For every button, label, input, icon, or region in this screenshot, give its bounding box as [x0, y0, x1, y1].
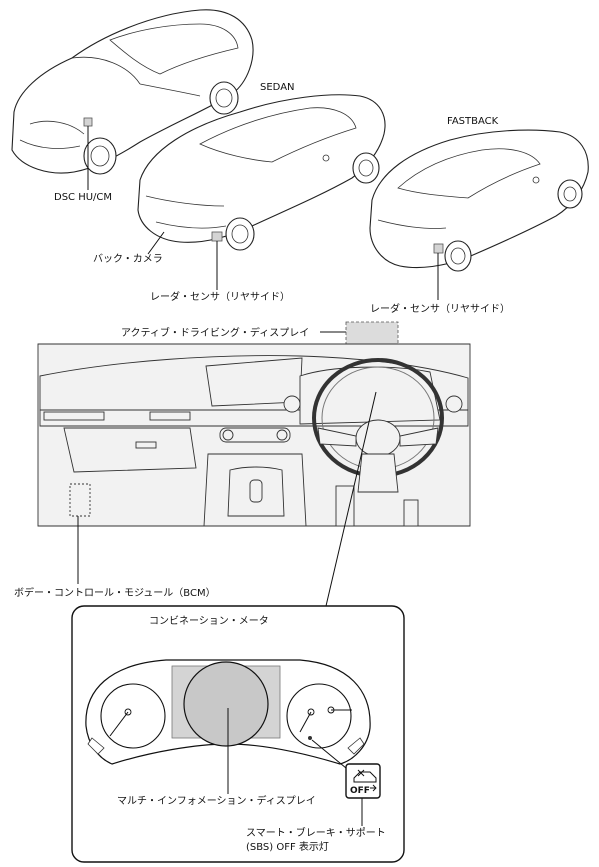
label-sedan: SEDAN: [260, 82, 295, 93]
label-combination-meter: コンビネーション・メータ: [149, 615, 269, 627]
label-back-camera: バック・カメラ: [93, 253, 163, 265]
sbs-off-icon-text: OFF: [350, 786, 370, 796]
label-bcm: ボデー・コントロール・モジュール（BCM）: [14, 586, 216, 599]
label-sbs-line1: スマート・ブレーキ・サポート: [246, 826, 386, 839]
label-sbs-line2: (SBS) OFF 表示灯: [246, 840, 329, 853]
bcm-marker: [69, 483, 91, 517]
label-active-driving-display: アクティブ・ドライビング・ディスプレイ: [121, 326, 309, 339]
car-front-view: [11, 9, 254, 175]
dashboard-view: [37, 343, 471, 527]
car-sedan-view: [137, 94, 386, 251]
dsc-hu-cm-marker: [83, 117, 93, 127]
car-fastback-view: [369, 129, 589, 272]
label-fastback: FASTBACK: [447, 116, 499, 127]
sbs-off-lamp-position: [308, 736, 312, 740]
active-driving-display-marker: [345, 321, 399, 345]
label-radar-sensor-fastback: レーダ・センサ（リヤサイド）: [370, 302, 510, 315]
multi-information-display: [183, 661, 269, 747]
radar-sensor-fastback-marker: [433, 243, 444, 254]
sbs-off-indicator-icon: OFF: [345, 763, 381, 799]
label-multi-information-display: マルチ・インフォメーション・ディスプレイ: [117, 794, 316, 807]
label-dsc-hu-cm: DSC HU/CM: [54, 192, 112, 203]
radar-sensor-sedan-marker: [211, 231, 223, 242]
label-radar-sensor-sedan: レーダ・センサ（リヤサイド）: [150, 290, 290, 303]
